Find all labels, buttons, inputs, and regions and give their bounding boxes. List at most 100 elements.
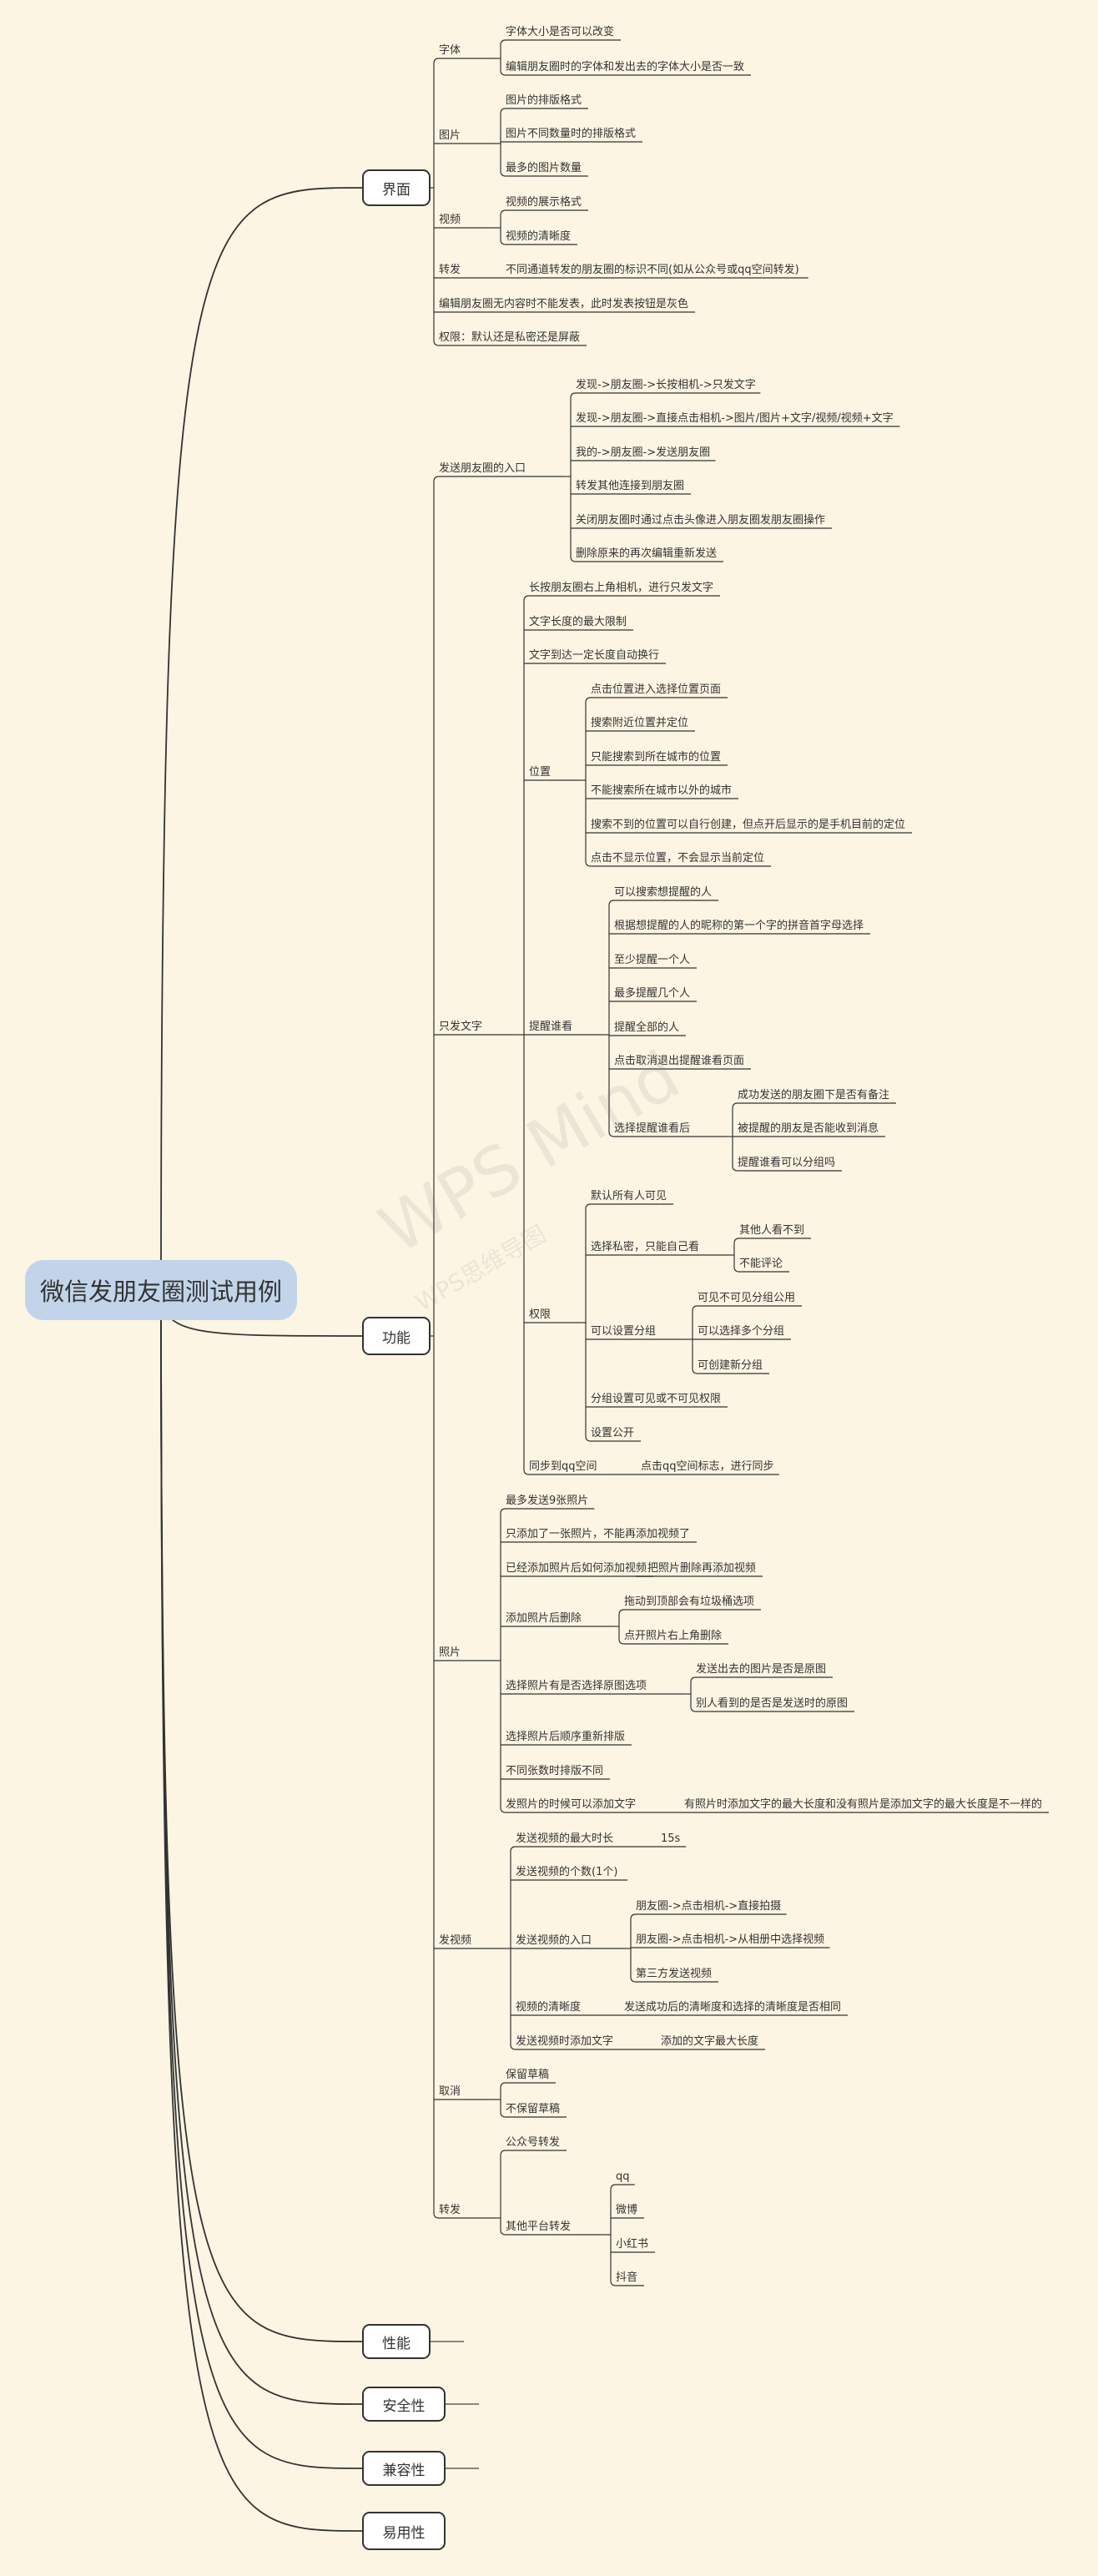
node-photo-orig[interactable]: 选择照片有是否选择原图选项 (506, 1680, 647, 1692)
branch-gongneng[interactable]: 功能 (362, 1317, 431, 1355)
node-entry[interactable]: 发送朋友圈的入口 (439, 462, 526, 475)
node-fwd-o1[interactable]: qq (616, 2170, 630, 2183)
node-perm-g2[interactable]: 可以选择多个分组 (698, 1325, 785, 1338)
node-entry-4[interactable]: 转发其他连接到朋友圈 (576, 480, 685, 492)
node-photo[interactable]: 照片 (439, 1646, 461, 1659)
node-cancel-2[interactable]: 不保留草稿 (506, 2103, 561, 2115)
node-remind-a1[interactable]: 成功发送的朋友圈下是否有备注 (738, 1089, 890, 1101)
node-font-1[interactable]: 字体大小是否可以改变 (506, 26, 615, 38)
node-loc-2[interactable]: 搜索附近位置并定位 (591, 717, 689, 729)
node-photo-d1[interactable]: 拖动到顶部会有垃圾桶选项 (624, 1596, 755, 1608)
node-cancel[interactable]: 取消 (439, 2085, 461, 2098)
node-perm-priv[interactable]: 选择私密，只能自己看 (591, 1241, 700, 1253)
node-text-1[interactable]: 长按朋友圈右上角相机，进行只发文字 (529, 582, 714, 594)
node-remind-a3[interactable]: 提醒谁看可以分组吗 (738, 1157, 836, 1169)
node-sendvideo[interactable]: 发视频 (439, 1934, 472, 1947)
node-remind-1[interactable]: 可以搜索想提醒的人 (614, 886, 713, 899)
node-pic-3[interactable]: 最多的图片数量 (506, 162, 582, 174)
node-forward[interactable]: 转发 (439, 264, 461, 276)
node-loc-3[interactable]: 只能搜索到所在城市的位置 (591, 751, 722, 764)
node-qq-1[interactable]: 点击qq空间标志，进行同步 (641, 1460, 774, 1473)
node-fwd-o4[interactable]: 抖音 (616, 2271, 638, 2284)
node-perm-4[interactable]: 设置公开 (591, 1427, 635, 1439)
node-perm-g3[interactable]: 可创建新分组 (698, 1359, 763, 1372)
node-remind[interactable]: 提醒谁看 (529, 1021, 573, 1033)
node-entry-2[interactable]: 发现->朋友圈->直接点击相机->图片/图片+文字/视频/视频+文字 (576, 412, 894, 425)
node-photo-6[interactable]: 不同张数时排版不同 (506, 1765, 604, 1777)
node-photo-5[interactable]: 选择照片后顺序重新排版 (506, 1731, 626, 1743)
node-photo-2[interactable]: 只添加了一张照片，不能再添加视频了 (506, 1528, 691, 1540)
node-sv-e2[interactable]: 朋友圈->点击相机->从相册中选择视频 (636, 1933, 825, 1946)
node-font[interactable]: 字体 (439, 44, 461, 57)
node-remind-after[interactable]: 选择提醒谁看后 (614, 1122, 691, 1135)
node-loc-5[interactable]: 搜索不到的位置可以自行创建，但点开后显示的是手机目前的定位 (591, 819, 906, 831)
node-photo-d2[interactable]: 点开照片右上角删除 (624, 1630, 723, 1642)
node-remind-4[interactable]: 最多提醒几个人 (614, 987, 691, 1000)
node-photo-3a[interactable]: 把照片删除再添加视频 (647, 1562, 757, 1575)
node-entry-5[interactable]: 关闭朋友圈时通过点击头像进入朋友圈发朋友圈操作 (576, 514, 826, 527)
node-video-2[interactable]: 视频的清晰度 (506, 230, 572, 243)
node-perm-g1[interactable]: 可见不可见分组公用 (698, 1292, 796, 1304)
node-perm-default[interactable]: 权限：默认还是私密还是屏蔽 (439, 331, 581, 344)
node-sv-5a[interactable]: 添加的文字最大长度 (661, 2035, 759, 2048)
node-loc-1[interactable]: 点击位置进入选择位置页面 (591, 683, 722, 696)
node-photo-o2[interactable]: 别人看到的是否是发送时的原图 (696, 1697, 849, 1710)
node-pic-2[interactable]: 图片不同数量时的排版格式 (506, 128, 637, 140)
branch-jianrong[interactable]: 兼容性 (362, 2451, 446, 2486)
node-fwd-o2[interactable]: 微博 (616, 2204, 638, 2216)
node-perm-1[interactable]: 默认所有人可见 (591, 1190, 667, 1202)
node-sv-e1[interactable]: 朋友圈->点击相机->直接拍摄 (636, 1900, 782, 1913)
node-fwd-1[interactable]: 公众号转发 (506, 2136, 561, 2149)
node-perm-p2[interactable]: 不能评论 (739, 1258, 783, 1270)
node-loc-6[interactable]: 点击不显示位置，不会显示当前定位 (591, 852, 765, 865)
node-loc-4[interactable]: 不能搜索所在城市以外的城市 (591, 784, 733, 797)
node-text-2[interactable]: 文字长度的最大限制 (529, 616, 627, 628)
branch-xingneng[interactable]: 性能 (362, 2324, 431, 2359)
node-perm-group[interactable]: 可以设置分组 (591, 1325, 657, 1338)
node-loc[interactable]: 位置 (529, 766, 552, 779)
node-remind-2[interactable]: 根据想提醒的人的昵称的第一个字的拼音首字母选择 (614, 920, 864, 932)
node-edit-empty[interactable]: 编辑朋友圈无内容时不能发表，此时发表按钮是灰色 (439, 298, 689, 310)
node-qq[interactable]: 同步到qq空间 (529, 1460, 597, 1473)
node-photo-7a[interactable]: 有照片时添加文字的最大长度和没有照片是添加文字的最大长度是不一样的 (684, 1798, 1043, 1811)
node-video-1[interactable]: 视频的展示格式 (506, 196, 582, 209)
node-entry-6[interactable]: 删除原来的再次编辑重新发送 (576, 547, 718, 560)
node-video[interactable]: 视频 (439, 214, 461, 226)
branch-anquan[interactable]: 安全性 (362, 2387, 446, 2422)
node-photo-1[interactable]: 最多发送9张照片 (506, 1495, 589, 1507)
node-pic-1[interactable]: 图片的排版格式 (506, 94, 582, 107)
node-sv-4[interactable]: 视频的清晰度 (516, 2001, 582, 2014)
node-sv-entry[interactable]: 发送视频的入口 (516, 1934, 592, 1947)
node-text-3[interactable]: 文字到达一定长度自动换行 (529, 649, 660, 662)
node-fwd[interactable]: 转发 (439, 2204, 461, 2216)
node-remind-a2[interactable]: 被提醒的朋友是否能收到消息 (738, 1122, 879, 1135)
node-entry-3[interactable]: 我的->朋友圈->发送朋友圈 (576, 446, 711, 459)
node-forward-1[interactable]: 不同通道转发的朋友圈的标识不同(如从公众号或qq空间转发) (506, 264, 799, 276)
node-cancel-1[interactable]: 保留草稿 (506, 2069, 550, 2081)
node-photo-7[interactable]: 发照片的时候可以添加文字 (506, 1798, 637, 1811)
node-perm-p1[interactable]: 其他人看不到 (739, 1224, 805, 1237)
node-photo-3[interactable]: 已经添加照片后如何添加视频 (506, 1562, 647, 1575)
root-node[interactable]: 微信发朋友圈测试用例 (25, 1260, 297, 1320)
node-perm[interactable]: 权限 (529, 1308, 552, 1321)
node-entry-1[interactable]: 发现->朋友圈->长按相机->只发文字 (576, 379, 756, 391)
node-photo-o1[interactable]: 发送出去的图片是否是原图 (696, 1663, 827, 1676)
node-remind-6[interactable]: 点击取消退出提醒谁看页面 (614, 1055, 745, 1067)
node-remind-3[interactable]: 至少提醒一个人 (614, 954, 691, 966)
node-font-2[interactable]: 编辑朋友圈时的字体和发出去的字体大小是否一致 (506, 61, 745, 73)
node-sv-5[interactable]: 发送视频时添加文字 (516, 2035, 614, 2048)
node-pic[interactable]: 图片 (439, 129, 461, 142)
node-fwd-o3[interactable]: 小红书 (616, 2238, 649, 2251)
node-text[interactable]: 只发文字 (439, 1021, 483, 1033)
node-sv-1a[interactable]: 15s (661, 1832, 681, 1845)
node-photo-del[interactable]: 添加照片后删除 (506, 1612, 582, 1625)
node-sv-1[interactable]: 发送视频的最大时长 (516, 1832, 614, 1845)
node-perm-3[interactable]: 分组设置可见或不可见权限 (591, 1393, 722, 1405)
node-fwd-other[interactable]: 其他平台转发 (506, 2221, 572, 2233)
node-sv-e3[interactable]: 第三方发送视频 (636, 1968, 713, 1980)
node-sv-2[interactable]: 发送视频的个数(1个) (516, 1866, 618, 1878)
branch-jiemian[interactable]: 界面 (362, 169, 431, 206)
node-remind-5[interactable]: 提醒全部的人 (614, 1021, 680, 1034)
node-sv-4a[interactable]: 发送成功后的清晰度和选择的清晰度是否相同 (624, 2001, 842, 2014)
branch-yiyong[interactable]: 易用性 (362, 2512, 446, 2550)
